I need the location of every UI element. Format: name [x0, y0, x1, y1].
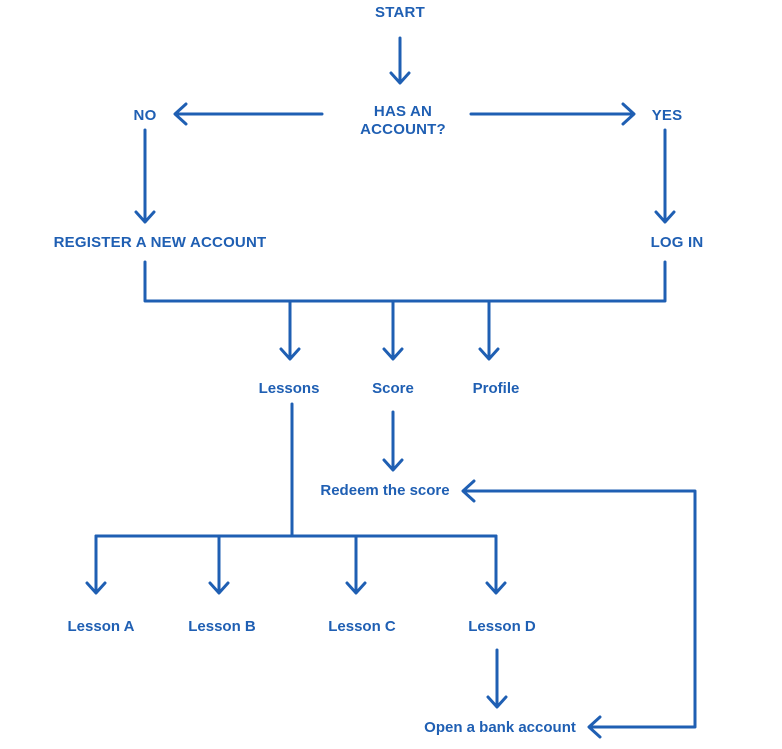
arrow-to-lesson-c [345, 534, 367, 595]
decision-line-1: HAS AN [373, 103, 433, 120]
node-no: NO [133, 107, 157, 124]
node-profile: Profile [472, 380, 520, 397]
node-decision: HAS AN ACCOUNT? [360, 103, 446, 139]
node-redeem: Redeem the score [320, 482, 450, 499]
decision-line-2: ACCOUNT? [360, 121, 446, 138]
arrow-to-lesson-d [485, 534, 507, 595]
node-lessons: Lessons [258, 380, 320, 397]
arrow-to-lesson-b [208, 534, 230, 595]
arrow-to-lessons [279, 299, 301, 361]
node-yes: YES [651, 107, 683, 124]
node-login: LOG IN [650, 234, 704, 251]
arrow-no-to-register [134, 128, 156, 224]
arrow-to-score [382, 299, 404, 361]
node-score: Score [372, 380, 414, 397]
node-start: START [375, 4, 425, 21]
node-lesson-b: Lesson B [188, 618, 256, 635]
arrow-decision-to-no [173, 102, 324, 126]
loop-bank-redeem [461, 479, 697, 739]
arrow-start-to-decision [389, 36, 411, 85]
arrow-lesson-d-to-bank [486, 648, 508, 709]
arrow-yes-to-login [654, 128, 676, 224]
lessons-branch-line [94, 402, 498, 538]
node-lesson-d: Lesson D [468, 618, 536, 635]
node-bank: Open a bank account [424, 719, 576, 736]
arrow-to-lesson-a [85, 534, 107, 595]
arrow-decision-to-yes [469, 102, 636, 126]
node-lesson-c: Lesson C [328, 618, 396, 635]
node-register: REGISTER A NEW ACCOUNT [53, 234, 267, 251]
arrow-to-profile [478, 299, 500, 361]
arrow-score-to-redeem [382, 410, 404, 472]
node-lesson-a: Lesson A [67, 618, 135, 635]
merge-line [143, 260, 667, 303]
